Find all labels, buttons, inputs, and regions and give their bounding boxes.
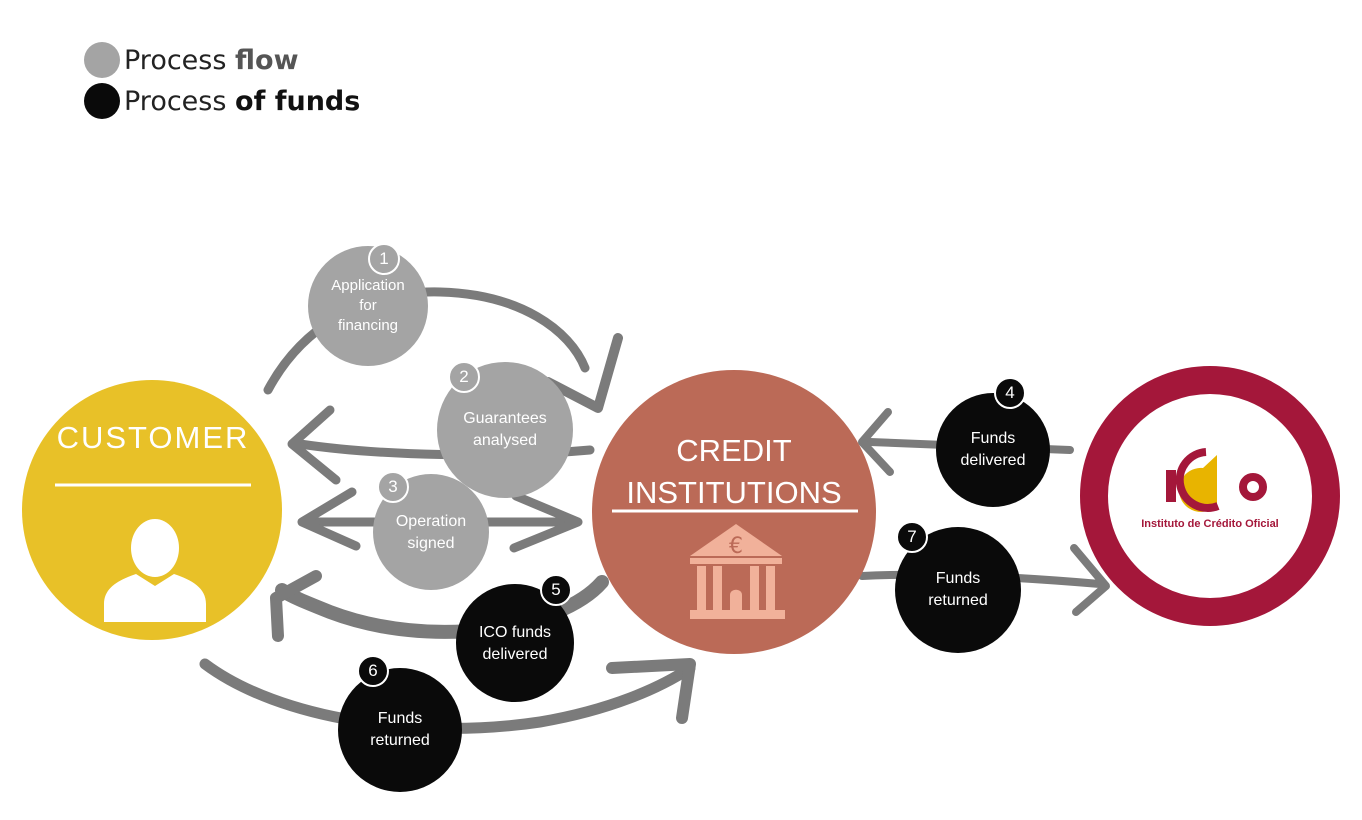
step-2-circle <box>437 362 573 498</box>
step-7-line-2: returned <box>928 592 988 609</box>
legend-flow-prefix: Process <box>124 44 227 76</box>
legend-flow-bold: flow <box>235 44 299 76</box>
bank-euro-icon <box>690 524 785 619</box>
step-7-label: Funds returned <box>903 560 1013 620</box>
step-2-line-1: Guarantees <box>463 410 547 427</box>
legend-funds-prefix: Process <box>124 85 227 117</box>
step-4-label: Funds delivered <box>940 420 1046 480</box>
arrowhead-operation-left <box>297 487 361 551</box>
step-1-line-3: financing <box>337 317 399 334</box>
person-icon <box>104 519 206 622</box>
step-3-line-1: Operation <box>395 513 467 530</box>
arrow-funds-returned-6 <box>199 658 696 734</box>
step-5-circle <box>456 584 574 702</box>
step-3-circle <box>373 474 489 590</box>
step-6-line-2: returned <box>370 732 430 749</box>
legend-flow-label: Process flow <box>124 45 299 76</box>
step-7-circle <box>895 527 1021 653</box>
legend-funds-bold: of funds <box>235 85 361 117</box>
credit-title-line1: CREDIT <box>676 433 792 468</box>
customer-title: CUSTOMER <box>56 420 250 455</box>
arrowhead-funds-delivered-4 <box>858 408 894 476</box>
step-5-label: ICO funds delivered <box>460 614 570 674</box>
step-3-label: Operation signed <box>376 505 486 561</box>
step-1-number: 1 <box>368 243 400 275</box>
arrowhead-operation-right <box>509 491 583 553</box>
step-1-label: Application for financing <box>318 266 418 346</box>
legend-process-funds: Process of funds <box>84 83 360 119</box>
step-5-number: 5 <box>540 574 572 606</box>
legend-funds-dot <box>84 83 120 119</box>
step-6-circle <box>338 668 462 792</box>
step-4-line-1: Funds <box>970 430 1016 447</box>
step-6-line-1: Funds <box>377 710 423 727</box>
step-3-line-2: signed <box>407 535 455 552</box>
step-2-line-2: analysed <box>472 432 538 449</box>
step-6-number: 6 <box>357 655 389 687</box>
step-2-number: 2 <box>448 361 480 393</box>
arrow-application <box>263 287 590 395</box>
ico-logo <box>1166 448 1267 512</box>
legend-funds-label: Process of funds <box>124 86 360 117</box>
step-1-line-1: Application <box>331 277 405 294</box>
step-6-label: Funds returned <box>345 700 455 760</box>
step-5-line-2: delivered <box>482 646 548 663</box>
legend-process-flow: Process flow <box>84 42 299 78</box>
step-4-line-2: delivered <box>960 452 1026 469</box>
credit-title-line2: INSTITUTIONS <box>626 475 842 510</box>
legend-flow-dot <box>84 42 120 78</box>
step-4-number: 4 <box>994 377 1026 409</box>
arrowhead-application <box>543 333 623 413</box>
arrowhead-ico-funds <box>270 570 322 642</box>
arrowhead-guarantees <box>287 405 341 485</box>
step-2-label: Guarantees analysed <box>445 400 565 460</box>
arrowhead-funds-returned-6 <box>606 658 696 724</box>
step-4-circle <box>936 393 1050 507</box>
arrowhead-funds-returned-7 <box>1070 544 1110 616</box>
credit-title: CREDIT INSTITUTIONS <box>592 430 876 514</box>
step-5-line-1: ICO funds <box>478 624 552 641</box>
step-7-line-1: Funds <box>935 570 981 587</box>
ico-node <box>1080 366 1340 626</box>
ico-caption: Instituto de Crédito Oficial <box>1141 518 1279 530</box>
step-1-line-2: for <box>359 297 377 314</box>
step-3-number: 3 <box>377 471 409 503</box>
step-7-number: 7 <box>896 521 928 553</box>
customer-node <box>22 380 282 640</box>
euro-symbol: € <box>729 534 743 559</box>
step-1-circle <box>308 246 428 366</box>
